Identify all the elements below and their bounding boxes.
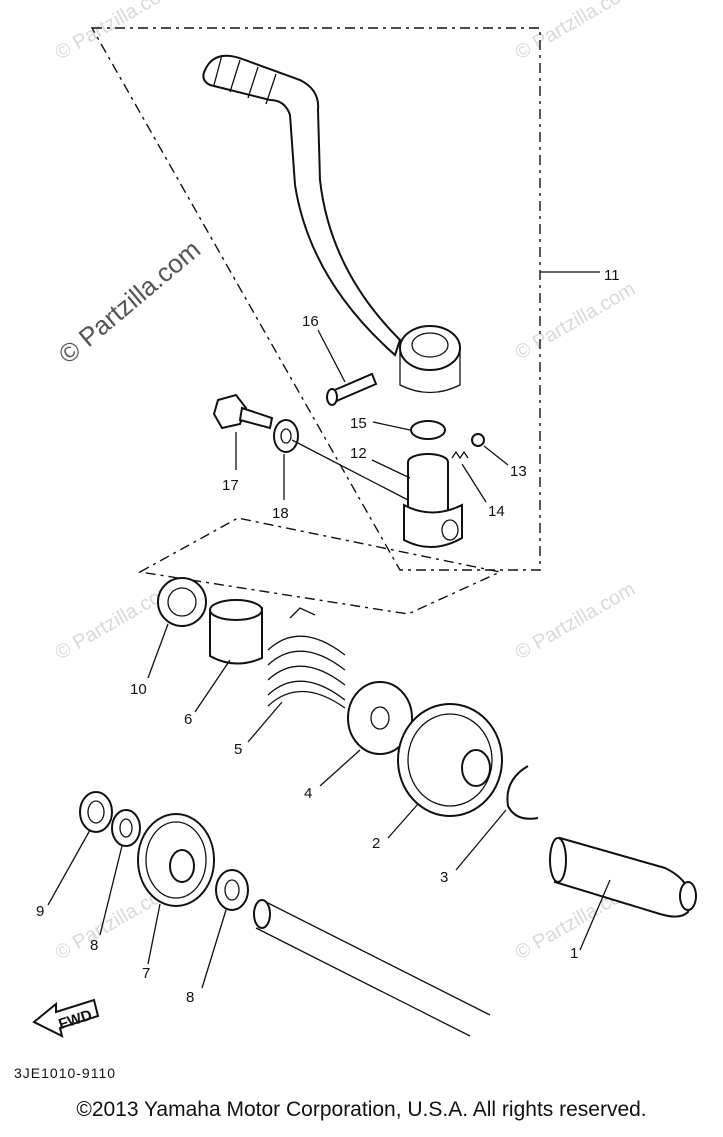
callout-15: 15 — [350, 415, 367, 432]
washer-8-lower — [215, 869, 249, 911]
oil-seal-10 — [157, 577, 207, 627]
callout-6: 6 — [184, 711, 192, 728]
bolt-17 — [212, 393, 274, 430]
torsion-spring-5 — [267, 607, 346, 709]
fwd-arrow-icon: FWD — [32, 998, 100, 1038]
watermark-tile: © Partzilla.com — [52, 0, 180, 64]
leader-12 — [371, 459, 411, 479]
callout-17: 17 — [222, 477, 239, 494]
kick-axle-1 — [549, 836, 697, 918]
washer-4 — [347, 681, 413, 755]
kick-boss-12 — [403, 453, 463, 548]
callout-11: 11 — [604, 267, 620, 284]
watermark-tile: © Partzilla.com — [512, 578, 640, 664]
callout-8a: 8 — [90, 937, 98, 954]
assembly-outline-lower — [137, 517, 503, 615]
leader-7 — [147, 903, 161, 965]
callout-18: 18 — [272, 505, 289, 522]
watermark-tile: © Partzilla.com — [512, 278, 640, 364]
bolt-16 — [326, 372, 378, 406]
leader-14 — [461, 463, 487, 503]
leader-8-upper — [99, 845, 123, 936]
leader-8-lower — [201, 909, 227, 989]
leader-10 — [147, 623, 169, 679]
diagram-code: 3JE1010-9110 — [14, 1065, 117, 1081]
o-ring-15 — [410, 420, 446, 440]
callout-16: 16 — [302, 313, 319, 330]
copyright-footer: ©2013 Yamaha Motor Corporation, U.S.A. A… — [76, 1098, 647, 1121]
kick-gear-2 — [397, 703, 503, 817]
washer-18-hole — [280, 428, 292, 444]
circlip-3 — [506, 765, 539, 820]
callout-12: 12 — [350, 445, 367, 462]
circlip-9 — [79, 791, 113, 833]
leader-4 — [319, 749, 361, 787]
callout-10: 10 — [130, 681, 147, 698]
spring-14 — [451, 450, 469, 460]
leader-3 — [455, 809, 507, 871]
axis-line — [291, 439, 409, 501]
leader-6 — [194, 659, 231, 713]
watermark-main: © Partzilla.com — [53, 234, 206, 370]
assembly-outline-11 — [90, 27, 541, 571]
watermark-tile: © Partzilla.com — [512, 0, 640, 64]
callout-5: 5 — [234, 741, 242, 758]
callout-13: 13 — [510, 463, 527, 480]
leader-13 — [483, 445, 509, 466]
washer-8-upper — [111, 809, 141, 847]
watermark-tiles: © Partzilla.com © Partzilla.com © Partzi… — [52, 0, 640, 964]
idler-gear-7 — [137, 813, 215, 907]
leader-2 — [387, 803, 419, 839]
collar-6 — [209, 599, 263, 665]
callout-1: 1 — [570, 945, 578, 962]
leader-15 — [372, 421, 411, 431]
kick-crank — [202, 54, 461, 394]
callout-8b: 8 — [186, 989, 194, 1006]
main-shaft-partial — [253, 899, 491, 1037]
callout-4: 4 — [304, 785, 312, 802]
callout-2: 2 — [372, 835, 380, 852]
leader-1 — [579, 879, 611, 951]
callout-14: 14 — [488, 503, 505, 520]
leader-5 — [247, 701, 283, 743]
washer-18 — [273, 419, 299, 453]
ball-13 — [471, 433, 485, 447]
leader-9 — [47, 829, 91, 906]
callout-7: 7 — [142, 965, 150, 982]
leader-16 — [317, 329, 346, 383]
callout-labels: 1 2 3 4 5 6 7 8 8 9 10 11 12 13 14 15 16… — [36, 267, 620, 1006]
callout-3: 3 — [440, 869, 448, 886]
callout-9: 9 — [36, 903, 44, 920]
